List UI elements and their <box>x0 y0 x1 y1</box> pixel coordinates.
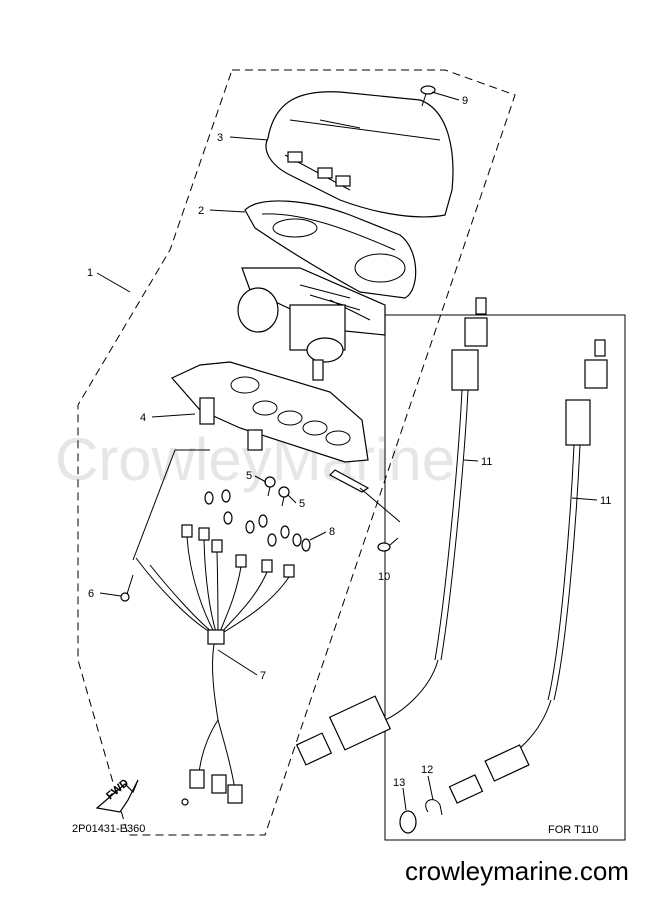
callout-10: 10 <box>378 571 390 583</box>
screw-9 <box>420 85 436 107</box>
meter-gasket <box>244 200 417 299</box>
meter-dial-unit <box>237 267 386 381</box>
callout-4: 4 <box>140 412 146 424</box>
fwd-arrow-icon: FWD <box>95 777 139 813</box>
callout-11a: 11 <box>481 456 492 468</box>
callout-1: 1 <box>87 267 93 279</box>
inset-label: FOR T110 <box>548 824 598 836</box>
footer-url: crowleymarine.com <box>405 856 629 886</box>
diagram-code: 2P01431-E360 <box>72 823 145 835</box>
callout-5a: 5 <box>246 470 252 482</box>
bulb-set <box>204 489 311 552</box>
wire-harness <box>135 524 295 806</box>
inset-box-t110 <box>384 314 626 841</box>
callout-2: 2 <box>198 205 204 217</box>
screw-5b <box>278 486 290 507</box>
assembly-boundary <box>77 69 516 836</box>
leader-lines <box>96 91 598 811</box>
callout-6: 6 <box>88 588 94 600</box>
callout-8: 8 <box>329 526 335 538</box>
clip-12 <box>425 799 443 816</box>
callout-9: 9 <box>462 95 468 107</box>
screw-10 <box>377 537 399 552</box>
meter-cover <box>265 91 454 218</box>
o-ring-13 <box>399 810 417 834</box>
speedometer-cable <box>295 297 488 766</box>
speedometer-cable-t110 <box>448 339 608 804</box>
callout-5b: 5 <box>299 498 305 510</box>
callout-7: 7 <box>260 670 266 682</box>
callout-13: 13 <box>393 777 405 789</box>
callout-12: 12 <box>421 764 433 776</box>
callout-11b: 11 <box>600 495 611 507</box>
screw-6 <box>120 574 134 602</box>
meter-case <box>171 361 370 493</box>
callout-3: 3 <box>217 132 223 144</box>
